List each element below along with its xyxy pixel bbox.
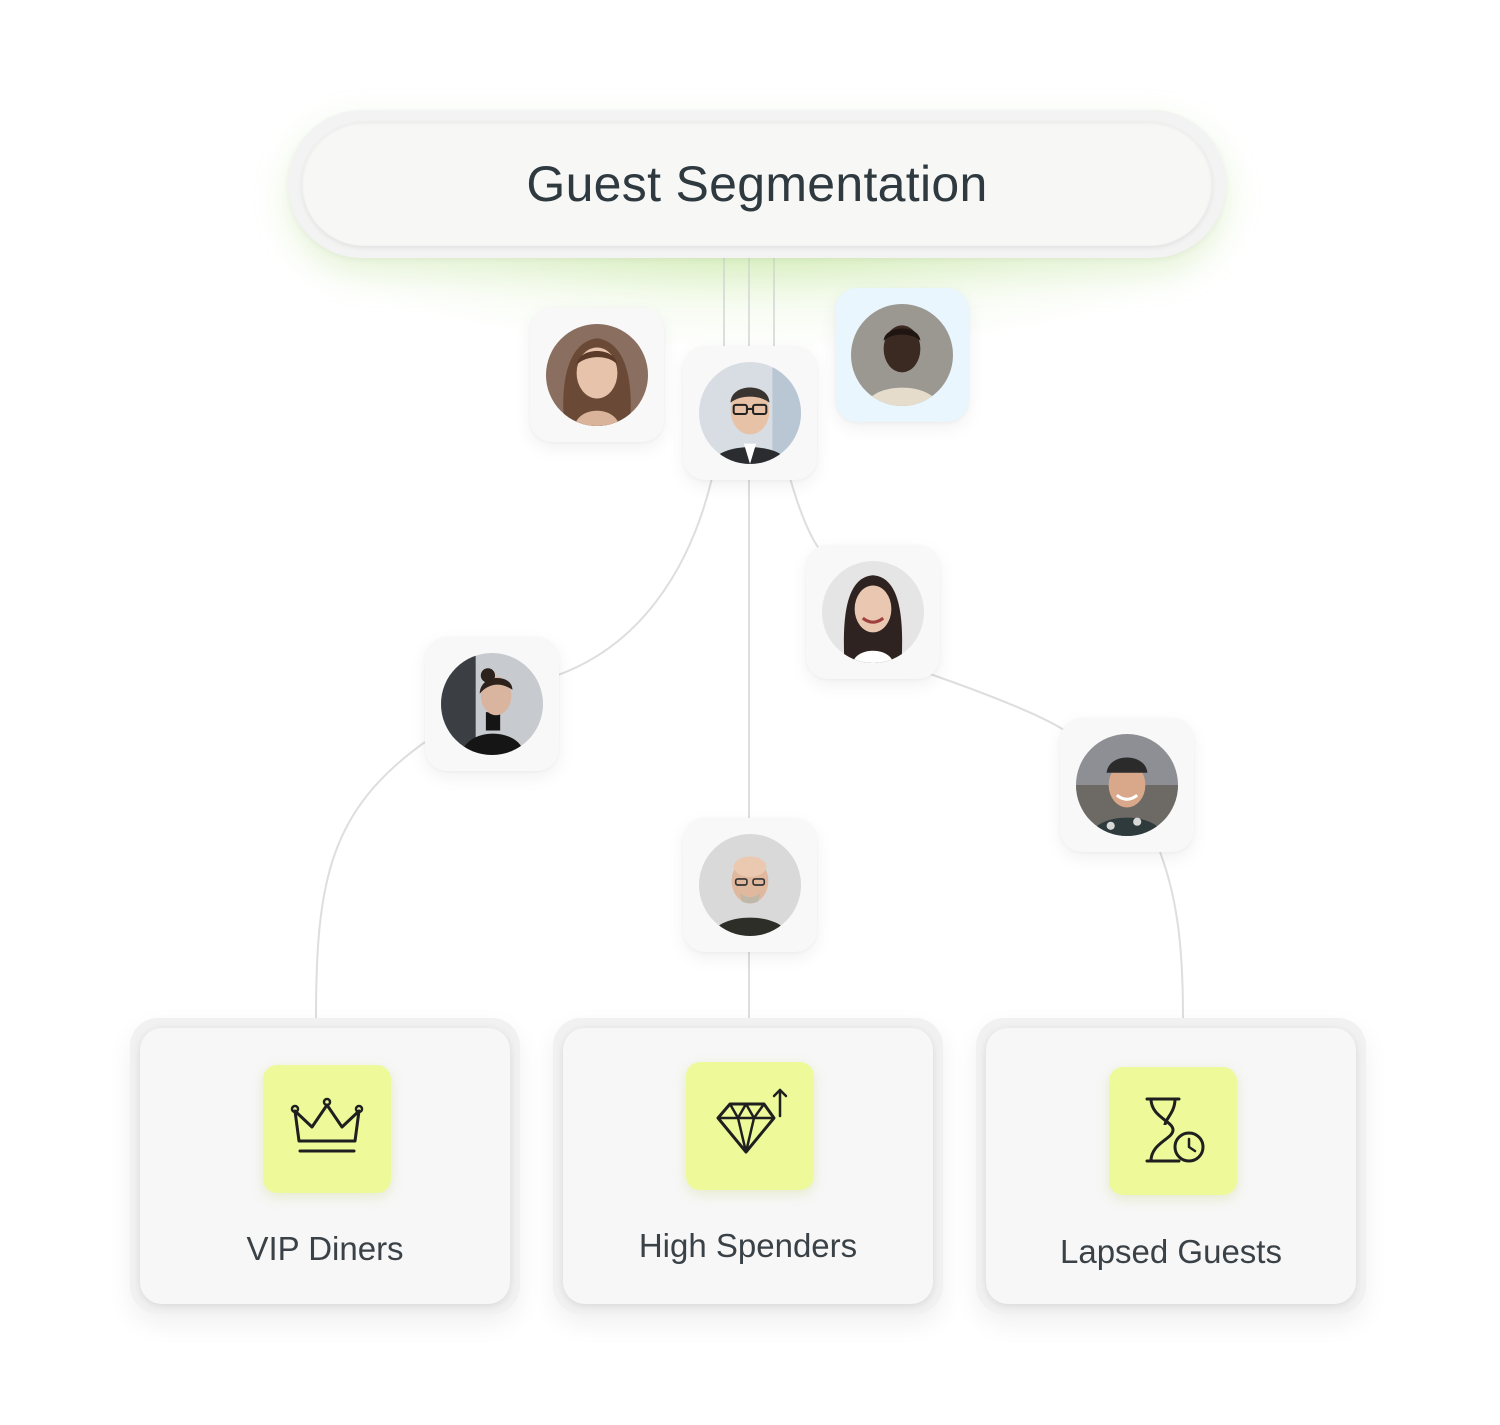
connector-cap-to-lapsed xyxy=(1159,851,1184,1019)
avatar-card-man-cap xyxy=(1060,718,1194,852)
avatar-woman-smiling xyxy=(822,561,924,663)
avatar-card-man-dark xyxy=(835,288,969,422)
segment-card-high-spenders-inner: High Spenders xyxy=(563,1028,933,1304)
avatar-woman-black-top xyxy=(441,653,543,755)
avatar-man-dark xyxy=(851,304,953,406)
segment-icon-tile-lapsed xyxy=(1109,1067,1237,1195)
avatar-woman-long-hair xyxy=(546,324,648,426)
avatar-man-bald xyxy=(699,834,801,936)
segment-card-vip-diners-inner: VIP Diners xyxy=(140,1028,510,1304)
avatar-card-woman-black-top xyxy=(425,637,559,771)
segment-card-lapsed-guests: Lapsed Guests xyxy=(976,1018,1366,1314)
segment-icon-tile-vip xyxy=(263,1065,391,1193)
connector-center-to-woman-smiling xyxy=(789,477,821,551)
avatar-card-man-bald xyxy=(683,818,817,952)
avatar-card-woman-smiling xyxy=(806,545,940,679)
hourglass-clock-icon xyxy=(1145,1097,1205,1163)
connector-black-top-to-vip xyxy=(315,741,426,1019)
segment-label-lapsed: Lapsed Guests xyxy=(1060,1233,1282,1270)
segment-label-high-spenders: High Spenders xyxy=(638,1227,858,1264)
segment-card-lapsed-guests-inner: Lapsed Guests xyxy=(986,1028,1356,1304)
avatar-card-woman-long-hair xyxy=(530,308,664,442)
segment-icon-tile-high-spenders xyxy=(686,1062,814,1190)
title-pill: Guest Segmentation xyxy=(288,110,1226,258)
segment-label-vip: VIP Diners xyxy=(246,1230,404,1267)
segment-card-high-spenders: High Spenders xyxy=(553,1018,943,1314)
title-pill-inner: Guest Segmentation xyxy=(302,122,1212,246)
crown-icon xyxy=(290,1097,364,1153)
avatar-man-cap xyxy=(1076,734,1178,836)
avatar-man-glasses xyxy=(699,362,801,464)
connector-center-to-woman-black-top xyxy=(557,477,713,676)
diamond-up-icon xyxy=(716,1088,788,1154)
diagram-title: Guest Segmentation xyxy=(526,156,988,212)
segment-card-vip-diners: VIP Diners xyxy=(130,1018,520,1314)
avatar-card-man-glasses xyxy=(683,346,817,480)
connector-smiling-to-cap xyxy=(929,673,1065,731)
